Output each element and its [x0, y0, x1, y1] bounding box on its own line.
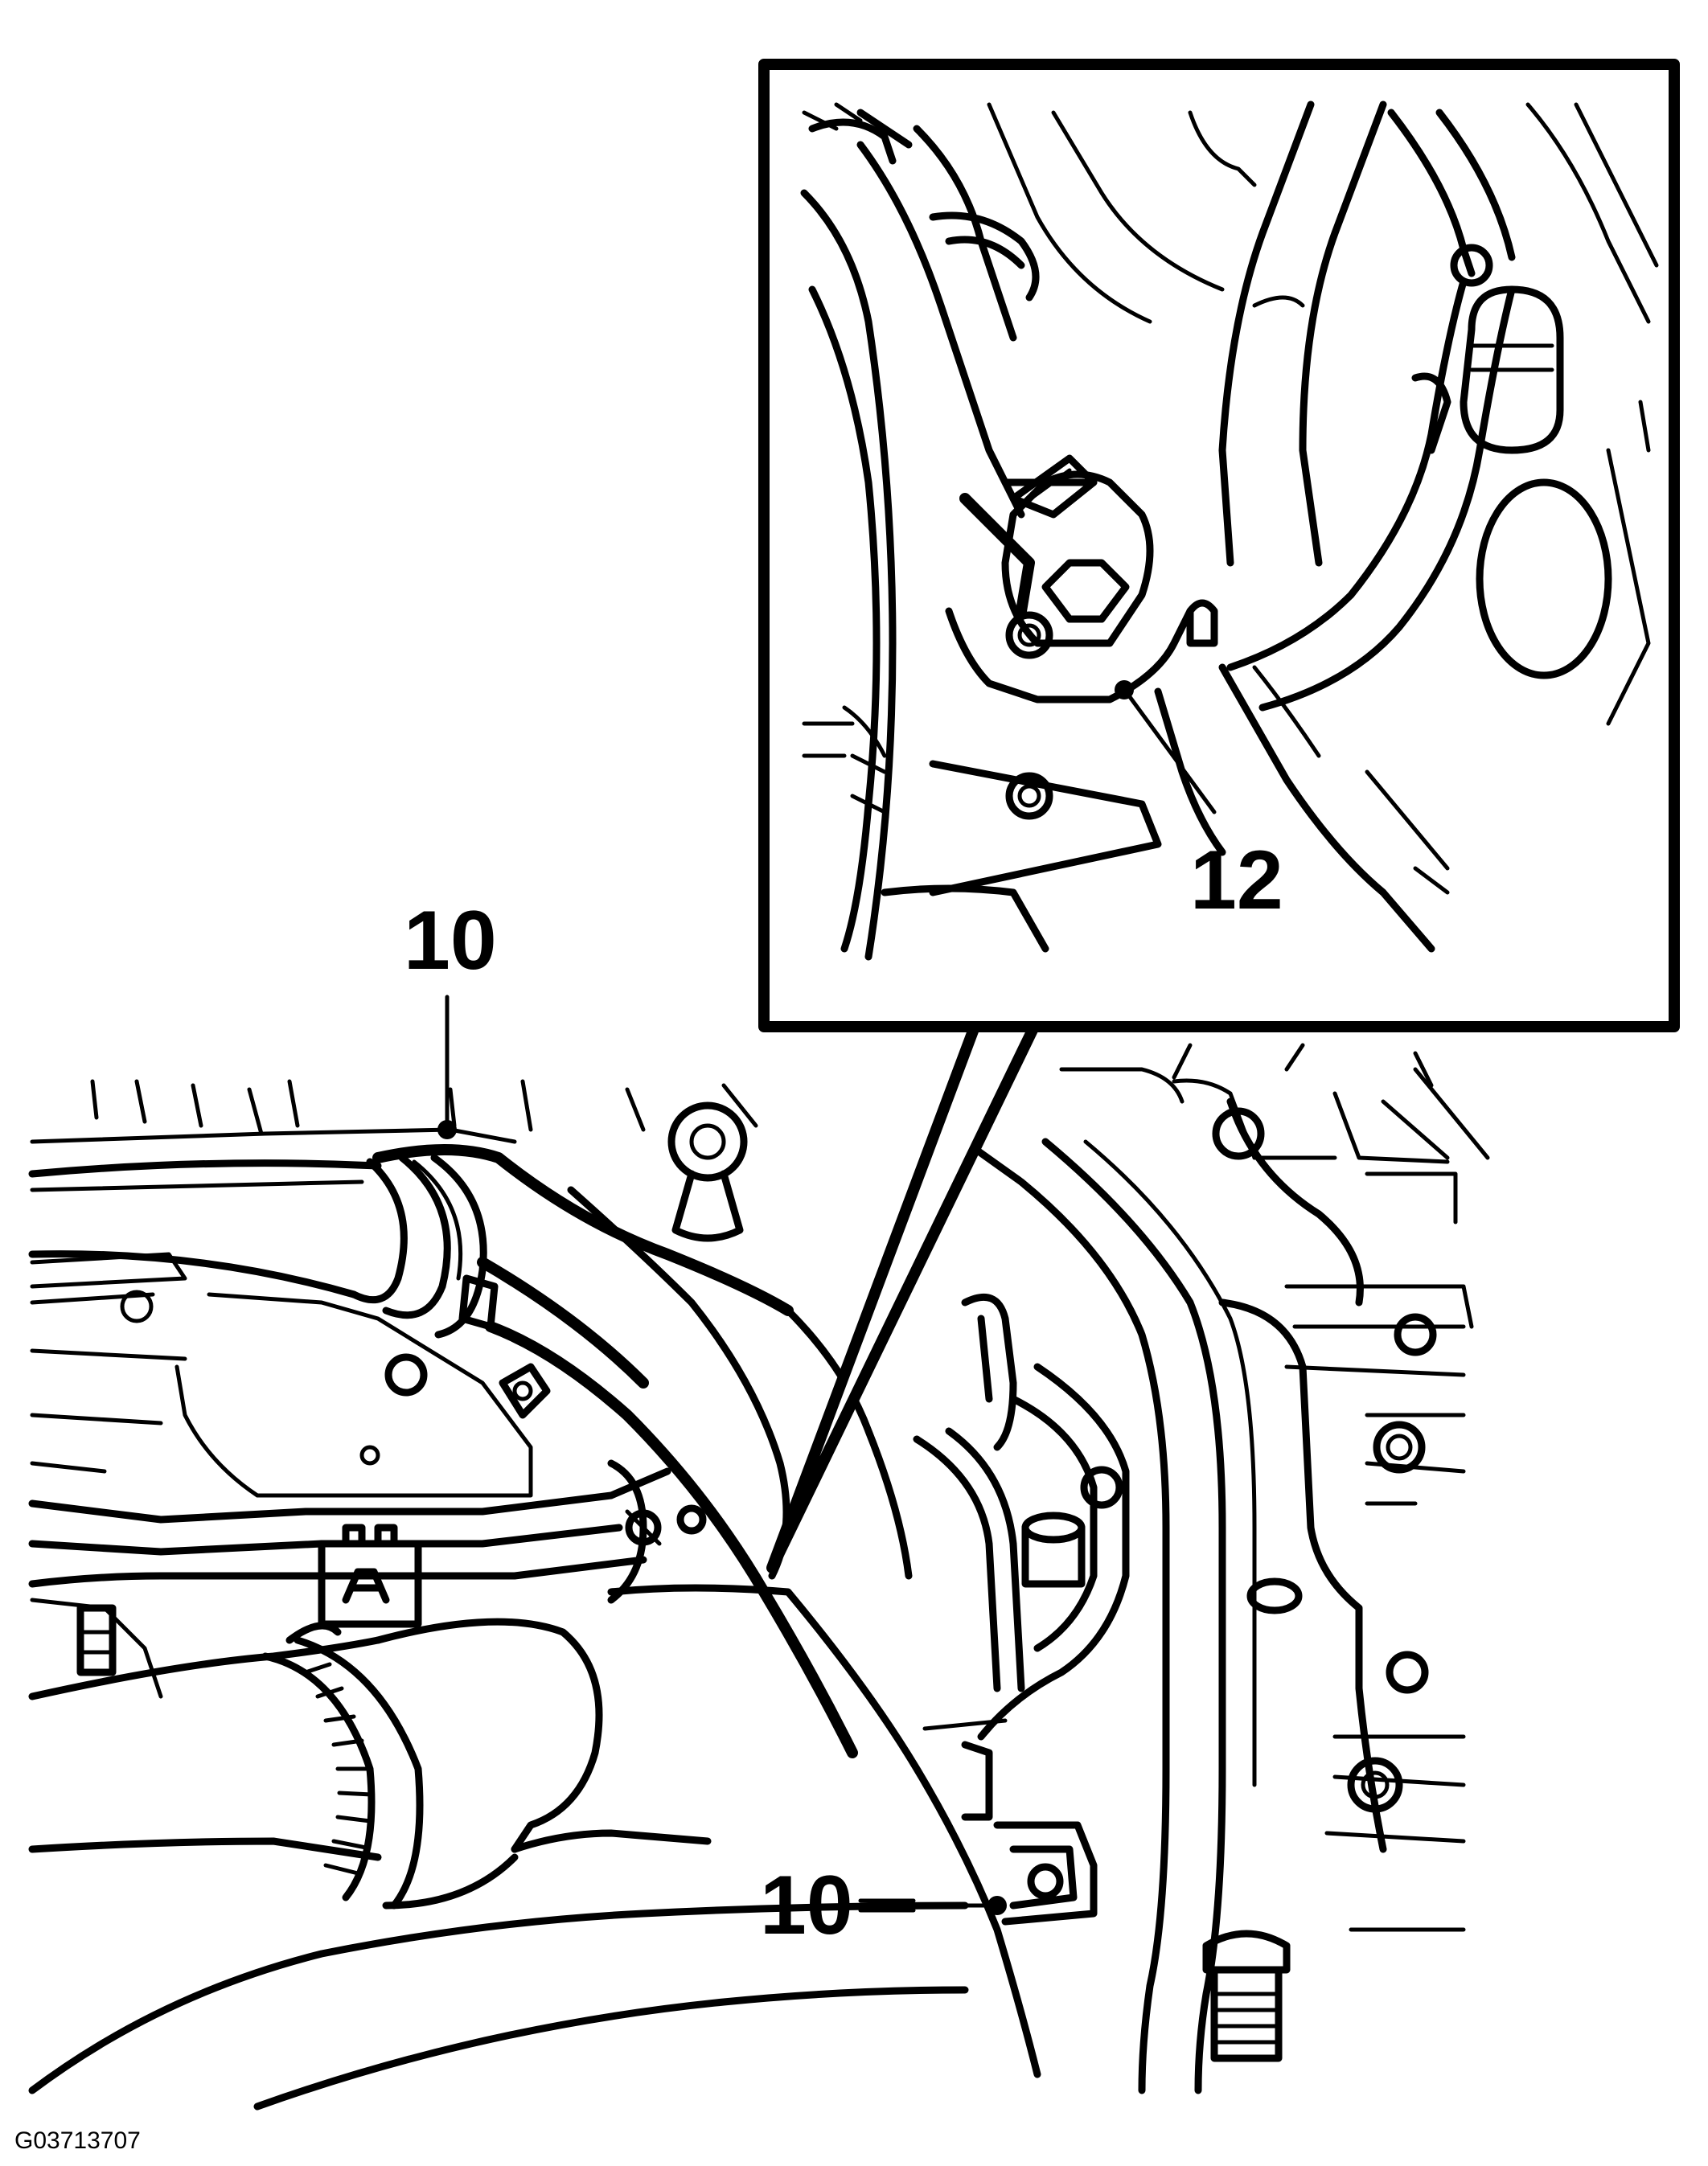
callout-label-12: 12 [1190, 834, 1283, 927]
callout-leaders [437, 680, 1217, 1915]
figure-id-label: G03713707 [14, 2127, 141, 2154]
callout-dot-10-top [437, 1120, 457, 1139]
callout-label-10-top: 10 [404, 894, 497, 987]
inset-detail-view [758, 59, 1680, 1573]
callout-label-10-bottom: 10 [760, 1859, 853, 1952]
callout-dot-10-bottom [987, 1896, 1007, 1915]
engine-bay-main-view [28, 1043, 1490, 2111]
callout-dot-12 [1115, 680, 1134, 699]
